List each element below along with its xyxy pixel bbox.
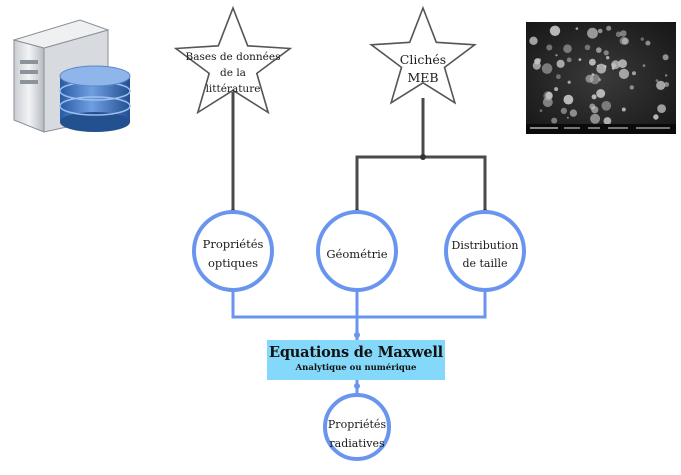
- sem-micrograph-icon: [526, 22, 676, 134]
- radiative-label-line1: Propriétés: [328, 418, 387, 431]
- maxwell-equations-box: Equations de Maxwell Analytique ou numér…: [267, 340, 445, 380]
- sem-star-label-line2: MEB: [407, 70, 438, 85]
- radiative-properties-node: [323, 393, 391, 461]
- maxwell-nodes: [354, 332, 360, 389]
- optical-properties-node: [192, 210, 274, 292]
- geometry-node: [316, 210, 398, 292]
- radiative-label-line2: radiatives: [329, 437, 385, 450]
- size-distribution-label-line2: de taille: [462, 257, 507, 270]
- geometry-label: Géométrie: [326, 247, 387, 261]
- sem-star: [369, 5, 477, 105]
- size-distribution-label-line1: Distribution: [452, 239, 519, 252]
- sem-star-label-line1: Clichés: [400, 52, 446, 67]
- database-server-icon: [12, 19, 131, 133]
- connector-nodes: [230, 154, 488, 215]
- literature-star-label-line1: Bases de données: [186, 51, 281, 63]
- size-distribution-node: [444, 210, 526, 292]
- literature-star-label-line2: de la: [220, 67, 246, 79]
- optical-label-line1: Propriétés: [203, 237, 264, 251]
- maxwell-title: Equations de Maxwell: [269, 344, 443, 361]
- literature-star-label-line3: littérature: [206, 83, 261, 95]
- maxwell-subtitle: Analytique ou numérique: [295, 363, 417, 373]
- literature-star: [173, 5, 293, 115]
- source-connectors: [231, 92, 487, 212]
- optical-label-line2: optiques: [208, 256, 258, 270]
